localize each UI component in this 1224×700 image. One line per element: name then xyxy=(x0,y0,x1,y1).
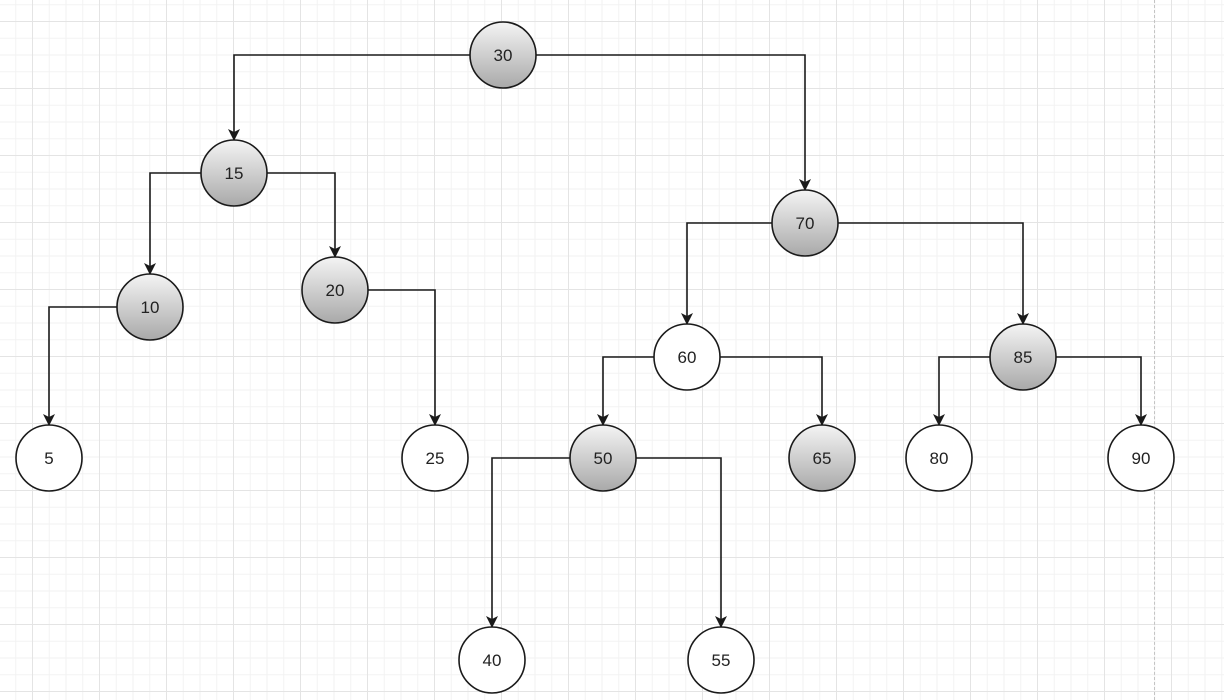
node-circle[interactable] xyxy=(653,323,721,391)
node-label: 25 xyxy=(426,449,445,468)
node-circle[interactable] xyxy=(687,626,755,694)
node-label: 40 xyxy=(483,651,502,670)
tree-node-85[interactable]: 85 xyxy=(989,323,1057,391)
node-circle[interactable] xyxy=(771,189,839,257)
node-circle[interactable] xyxy=(301,256,369,324)
node-circle[interactable] xyxy=(905,424,973,492)
tree-node-60[interactable]: 60 xyxy=(653,323,721,391)
edge-n50-n40[interactable] xyxy=(486,457,570,628)
edge-n15-n20[interactable] xyxy=(267,172,341,258)
tree-node-55[interactable]: 55 xyxy=(687,626,755,694)
tree-node-20[interactable]: 20 xyxy=(301,256,369,324)
edge-n30-n15[interactable] xyxy=(228,54,470,141)
node-label: 5 xyxy=(44,449,53,468)
edge-n60-n65[interactable] xyxy=(720,356,828,426)
tree-node-90[interactable]: 90 xyxy=(1107,424,1175,492)
node-label: 55 xyxy=(712,651,731,670)
tree-node-10[interactable]: 10 xyxy=(116,273,184,341)
node-circle[interactable] xyxy=(469,21,537,89)
edge-n60-n50[interactable] xyxy=(597,356,654,426)
node-label: 65 xyxy=(813,449,832,468)
node-label: 20 xyxy=(326,281,345,300)
edge-n10-n5[interactable] xyxy=(43,306,117,426)
node-label: 80 xyxy=(930,449,949,468)
node-label: 30 xyxy=(494,46,513,65)
tree-node-30[interactable]: 30 xyxy=(469,21,537,89)
edge-n30-n70[interactable] xyxy=(536,54,811,191)
tree-node-25[interactable]: 25 xyxy=(401,424,469,492)
node-label: 90 xyxy=(1132,449,1151,468)
page-boundary-line xyxy=(1154,0,1155,700)
nodes-layer: 30 15 70 10 20 60 85 5 25 50 65 80 90 40 55 xyxy=(15,21,1175,694)
edge-n85-n80[interactable] xyxy=(933,356,990,426)
tree-node-70[interactable]: 70 xyxy=(771,189,839,257)
edges-layer xyxy=(43,54,1147,628)
node-label: 10 xyxy=(141,298,160,317)
tree-node-5[interactable]: 5 xyxy=(15,424,83,492)
edge-n70-n85[interactable] xyxy=(838,222,1029,325)
edge-n70-n60[interactable] xyxy=(681,222,772,325)
node-circle[interactable] xyxy=(200,139,268,207)
node-circle[interactable] xyxy=(1107,424,1175,492)
edge-n85-n90[interactable] xyxy=(1056,356,1147,426)
tree-node-15[interactable]: 15 xyxy=(200,139,268,207)
tree-node-65[interactable]: 65 xyxy=(788,424,856,492)
node-label: 85 xyxy=(1014,348,1033,367)
node-circle[interactable] xyxy=(116,273,184,341)
edge-n50-n55[interactable] xyxy=(636,457,727,628)
tree-node-50[interactable]: 50 xyxy=(569,424,637,492)
node-circle[interactable] xyxy=(989,323,1057,391)
tree-node-40[interactable]: 40 xyxy=(458,626,526,694)
edge-n15-n10[interactable] xyxy=(144,172,201,275)
node-circle[interactable] xyxy=(401,424,469,492)
node-circle[interactable] xyxy=(15,424,83,492)
node-circle[interactable] xyxy=(458,626,526,694)
node-label: 60 xyxy=(678,348,697,367)
node-circle[interactable] xyxy=(569,424,637,492)
edge-n20-n25[interactable] xyxy=(368,289,441,426)
node-label: 50 xyxy=(594,449,613,468)
tree-node-80[interactable]: 80 xyxy=(905,424,973,492)
node-label: 70 xyxy=(796,214,815,233)
node-label: 15 xyxy=(225,164,244,183)
node-circle[interactable] xyxy=(788,424,856,492)
